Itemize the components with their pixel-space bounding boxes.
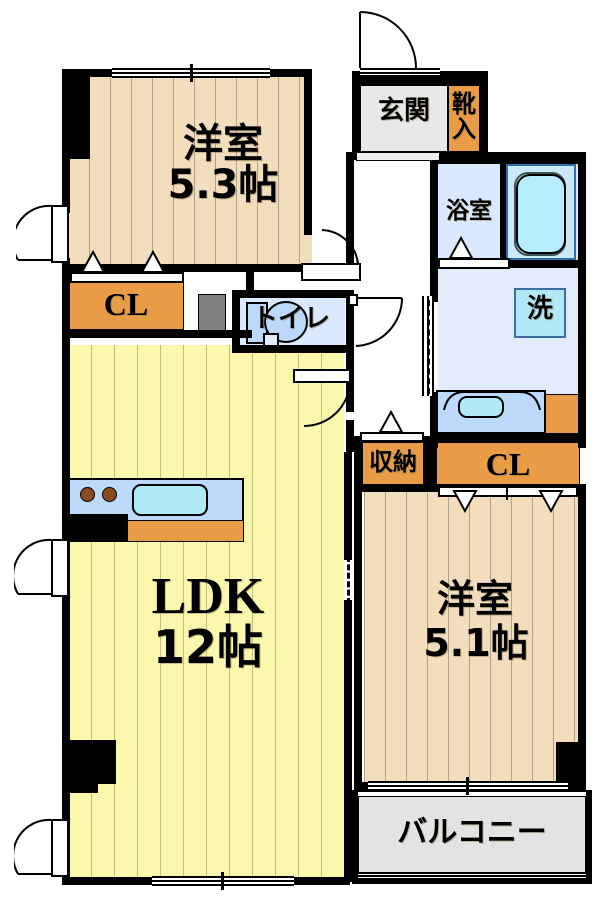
closet-north-door-strip[interactable] <box>70 272 184 283</box>
wall-left-bedroom-lower <box>62 258 70 336</box>
wall-left-upper <box>62 69 70 159</box>
wall-corridor-left-a <box>346 152 354 264</box>
wall-entrance-right <box>480 71 488 157</box>
door-arc-ldk-left-upper[interactable] <box>14 538 70 600</box>
wall-bedroom-south-right <box>578 484 586 784</box>
label-entrance: 玄関 <box>377 96 430 126</box>
door-washroom-dashed <box>428 300 430 394</box>
label-toilet: トイレ <box>252 304 331 334</box>
label-bedroom-north: 洋室 5.3帖 <box>167 121 279 208</box>
label-ldk-size: 12帖 <box>152 620 263 674</box>
vanity-basin <box>458 396 504 418</box>
room-floor-entrance <box>360 85 448 152</box>
room-floor-ldk <box>68 345 344 763</box>
chevron-closet-north-2 <box>140 250 166 273</box>
wall-entrance-left <box>352 71 360 157</box>
label-bathroom: 浴室 <box>446 198 492 224</box>
label-ldk-name: LDK <box>151 568 265 625</box>
wall-toilet-bottom <box>232 345 354 353</box>
vanity-curve <box>443 391 541 411</box>
door-arc-bedroom-north-window-left[interactable] <box>14 206 70 266</box>
wall-closet-bottom <box>62 330 252 338</box>
window-balcony-rail <box>358 872 586 880</box>
entrance-door-threshold[interactable] <box>360 68 440 77</box>
wall-corridor-left-c <box>346 420 354 452</box>
wall-toilet-left <box>232 290 240 352</box>
wall-balcony-bottom <box>352 878 592 884</box>
stove-burner-1 <box>80 487 95 502</box>
wall-wet-top <box>430 152 586 164</box>
toilet-bowl <box>263 301 308 347</box>
toilet-door-leaf[interactable] <box>348 294 358 306</box>
label-balcony: バルコニー <box>397 815 547 850</box>
wall-bath-bottom <box>436 260 586 268</box>
wall-ldk-right-b <box>344 600 352 882</box>
kitchen-wall-stub <box>62 514 128 542</box>
room-floor-ldk-lower <box>68 763 344 885</box>
chevron-closet-south-2 <box>538 490 564 513</box>
wall-bedroom-bottom-2 <box>226 264 354 272</box>
door-arc-ldk-hall[interactable] <box>292 368 354 428</box>
wall-storage-right <box>424 436 436 492</box>
chevron-closet-south-1 <box>452 490 478 513</box>
label-closet-south: CL <box>485 446 531 482</box>
wall-balcony-right <box>586 790 592 884</box>
wall-ldk-right-dashed-2 <box>347 790 350 838</box>
wall-washroom-bottom <box>430 434 586 442</box>
washing-machine-space <box>514 288 566 338</box>
label-storage: 収納 <box>369 448 417 476</box>
stove-burner-2 <box>102 487 117 502</box>
label-washer: 洗 <box>526 294 553 324</box>
wall-ldk-hall-top <box>246 264 254 292</box>
wall-left-bedroom <box>62 151 70 213</box>
wall-left-notch <box>62 151 90 159</box>
wall-left-ldk-a <box>62 336 70 544</box>
chevron-closet-north-1 <box>80 250 106 273</box>
wall-corridor-right-c <box>430 392 438 448</box>
room-floor-bedroom-south <box>364 492 580 790</box>
bathroom-door-strip[interactable] <box>438 258 510 269</box>
chevron-bathroom <box>448 236 474 259</box>
label-bedroom-south-name: 洋室 <box>436 577 513 621</box>
kitchen-sink <box>132 484 208 516</box>
entrance-inner-strip[interactable] <box>356 152 440 161</box>
wall-bedroom-right-upper <box>304 69 312 235</box>
kitchen-base-cabinet <box>126 520 244 542</box>
wall-ldk-right-dashed <box>347 556 350 604</box>
bathtub-inner <box>516 174 566 254</box>
label-bedroom-south-size: 5.1帖 <box>423 621 529 665</box>
window-tick-south <box>466 777 469 795</box>
window-tick-ldk <box>221 872 224 890</box>
wall-toilet-right <box>346 290 354 352</box>
label-shoe-cabinet: 靴入 <box>452 90 476 144</box>
door-arc-entrance[interactable] <box>356 10 442 72</box>
pillar-ldk <box>198 294 226 334</box>
room-floor-shoe-cabinet <box>448 85 480 152</box>
door-arc-bedroom-north-left[interactable] <box>16 204 70 266</box>
label-closet-north: CL <box>103 286 149 322</box>
wall-ldk-right-a <box>344 452 352 560</box>
door-arc-ldk-left-lower[interactable] <box>14 818 70 880</box>
wall-bath-tub-divider <box>500 162 506 260</box>
closet-south-door-strip[interactable] <box>438 486 578 497</box>
wall-bedroom-south-left <box>354 484 362 784</box>
storage-closet <box>362 442 424 490</box>
door-arc-toilet[interactable] <box>350 296 406 350</box>
wall-storage-left <box>354 436 362 492</box>
wall-toilet-top <box>232 290 354 298</box>
pillar-ldk-lower <box>62 740 116 784</box>
room-floor-balcony <box>358 796 586 878</box>
chevron-storage <box>378 410 404 433</box>
wall-corridor-right-b <box>430 262 438 302</box>
room-floor-bedroom-north <box>68 75 312 272</box>
wall-corridor-right-a <box>430 152 438 264</box>
closet-south-door-split <box>506 486 508 500</box>
door-arc-bedroom-north-right[interactable] <box>300 228 362 282</box>
wall-wet-right <box>578 152 586 448</box>
window-tick-north <box>190 64 193 82</box>
counter-side-orange <box>544 394 580 434</box>
wall-balcony-left <box>352 790 358 884</box>
wall-left-ldk-b <box>62 536 70 748</box>
